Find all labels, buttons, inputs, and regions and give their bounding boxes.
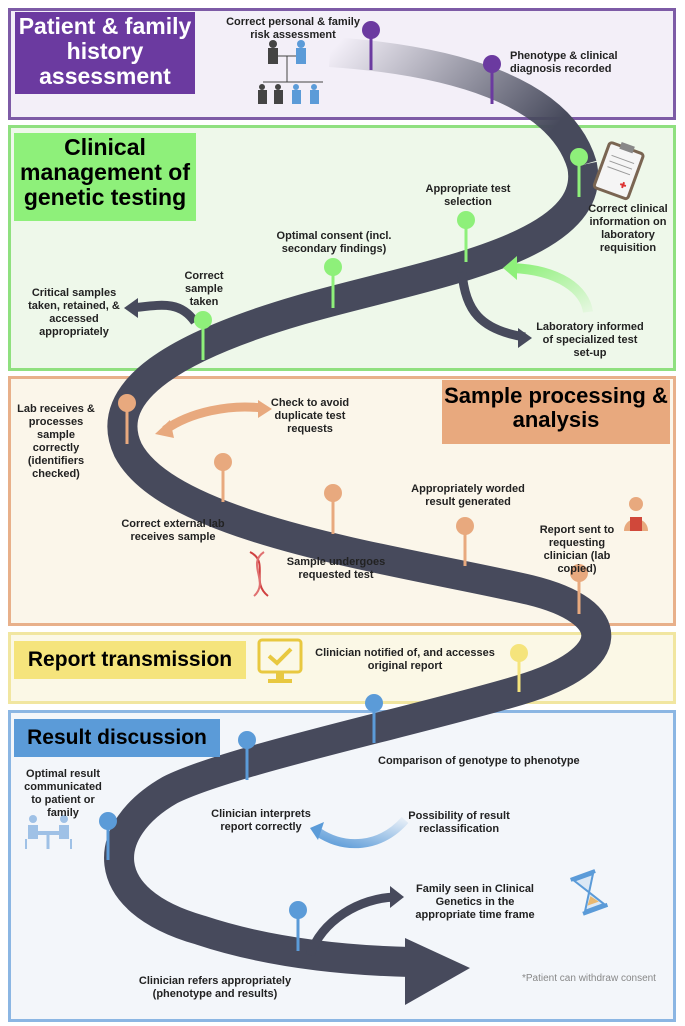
clinician-report-icon <box>624 497 648 531</box>
pin-optimal-result <box>99 812 117 860</box>
label-comparison: Comparison of genotype to phenotype <box>378 755 580 767</box>
dna-icon <box>249 551 269 597</box>
clipboard-icon <box>592 141 645 201</box>
label-optimal-result: Optimal result communicated to patient o… <box>24 768 102 819</box>
pin-external-lab <box>214 453 232 502</box>
pin-interprets <box>238 731 256 780</box>
pin-sample-taken <box>194 311 212 360</box>
label-interprets: Clinician interprets report correctly <box>211 808 311 833</box>
pedigree-icon <box>258 40 323 104</box>
label-refers: Clinician refers appropriately (phenotyp… <box>138 975 292 1000</box>
label-worded-result: Appropriately worded result generated <box>411 483 525 508</box>
pin-comparison <box>365 694 383 743</box>
label-sample-taken: Correct sample taken <box>184 270 224 308</box>
label-external-lab: Correct external lab receives sample <box>121 518 225 543</box>
footnote: *Patient can withdraw consent <box>522 973 656 984</box>
pin-risk-assessment <box>362 21 380 70</box>
panel-title-result: Result discussion <box>14 719 220 757</box>
label-test-selection: Appropriate test selection <box>425 183 511 208</box>
label-reclassification: Possibility of result reclassification <box>408 810 510 835</box>
label-report-sent: Report sent to requesting clinician (lab… <box>539 524 615 575</box>
panel-title-patient: Patient & family history assessment <box>15 12 195 94</box>
label-family-seen: Family seen in Clinical Genetics in the … <box>415 883 535 921</box>
label-requested-test: Sample undergoes requested test <box>286 556 386 581</box>
road-arrowhead <box>405 938 470 1005</box>
label-lab-informed: Laboratory informed of specialized test … <box>536 321 644 359</box>
pin-report-sent <box>570 564 588 614</box>
monitor-icon <box>257 638 303 683</box>
pin-worded-result <box>456 517 474 566</box>
pin-requested-test <box>324 484 342 534</box>
hourglass-icon <box>570 869 609 916</box>
label-clinical-info: Correct clinical information on laborato… <box>588 203 668 254</box>
pin-consent <box>324 258 342 308</box>
label-phenotype: Phenotype & clinical diagnosis recorded <box>510 50 618 75</box>
panel-title-sample: Sample processing & analysis <box>442 380 670 444</box>
pin-clinical-info <box>570 148 588 197</box>
label-consent: Optimal consent (incl. secondary finding… <box>276 230 392 255</box>
pin-phenotype <box>483 55 501 104</box>
panel-title-clinical: Clinical management of genetic testing <box>14 133 196 221</box>
label-duplicate: Check to avoid duplicate test requests <box>270 397 350 435</box>
label-lab-receives: Lab receives & processes sample correctl… <box>17 403 95 480</box>
panel-title-report: Report transmission <box>14 641 246 679</box>
meeting-icon <box>25 815 72 849</box>
label-clinician-notified: Clinician notified of, and accesses orig… <box>315 647 495 672</box>
pin-clinician-notified <box>510 644 528 692</box>
label-risk: Correct personal & family risk assessmen… <box>226 16 360 41</box>
pin-refers <box>289 901 307 951</box>
pin-lab-receives <box>118 394 136 444</box>
label-critical-samples: Critical samples taken, retained, & acce… <box>28 287 120 338</box>
pin-test-selection <box>457 211 475 262</box>
